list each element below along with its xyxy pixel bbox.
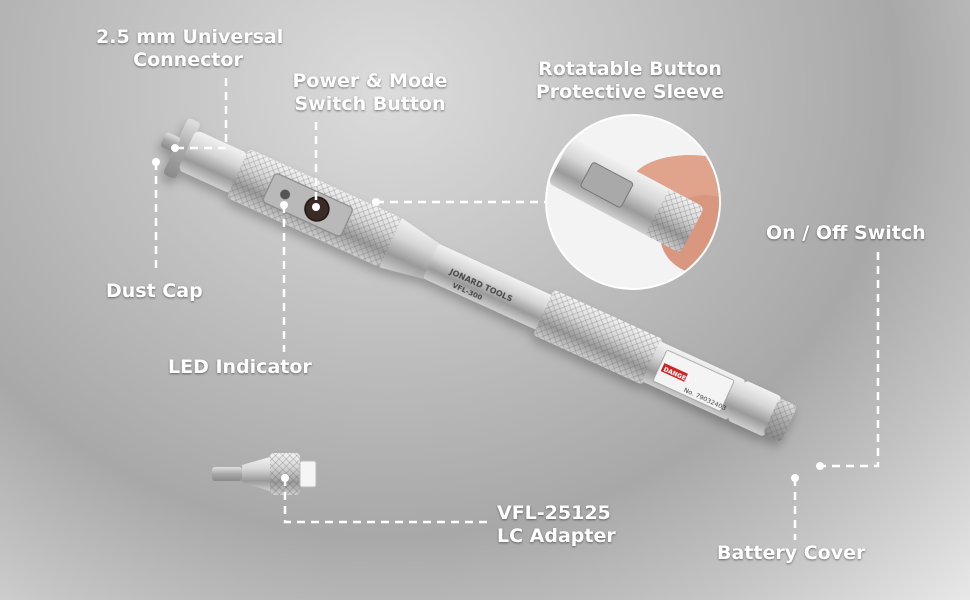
sleeve-callout: Rotatable Button Protective Sleeve	[532, 58, 728, 104]
danger-label	[660, 362, 689, 382]
led-indicator-icon	[280, 189, 291, 200]
battery-callout: Battery Cover	[717, 542, 865, 565]
on-off-callout-text: On / Off Switch	[766, 222, 926, 244]
sleeve-callout-line1: Rotatable Button	[538, 58, 722, 80]
power-mode-callout: Power & Mode Switch Button	[290, 70, 450, 116]
sleeve-callout-line2: Protective Sleeve	[535, 81, 725, 103]
adapter-callout-line2: LC Adapter	[497, 525, 616, 547]
led-callout: LED Indicator	[168, 356, 312, 379]
on-off-callout: On / Off Switch	[766, 222, 926, 245]
connector-callout-line2: Connector	[133, 49, 243, 71]
dust-cap-callout-text: Dust Cap	[106, 280, 203, 302]
led-callout-text: LED Indicator	[168, 356, 312, 378]
connector-callout-line1: 2.5 mm Universal	[96, 26, 284, 48]
leader-lines	[152, 78, 880, 540]
sleeve-detail-inset	[545, 114, 721, 290]
power-mode-callout-line1: Power & Mode	[292, 70, 448, 92]
lc-adapter	[212, 453, 317, 495]
adapter-callout-line1: VFL-25125	[497, 502, 611, 524]
adapter-callout: VFL-25125 LC Adapter	[497, 502, 616, 548]
dust-cap-callout: Dust Cap	[106, 280, 203, 303]
connector-callout: 2.5 mm Universal Connector	[96, 26, 284, 72]
battery-callout-text: Battery Cover	[717, 542, 866, 564]
power-mode-callout-line2: Switch Button	[294, 93, 446, 115]
